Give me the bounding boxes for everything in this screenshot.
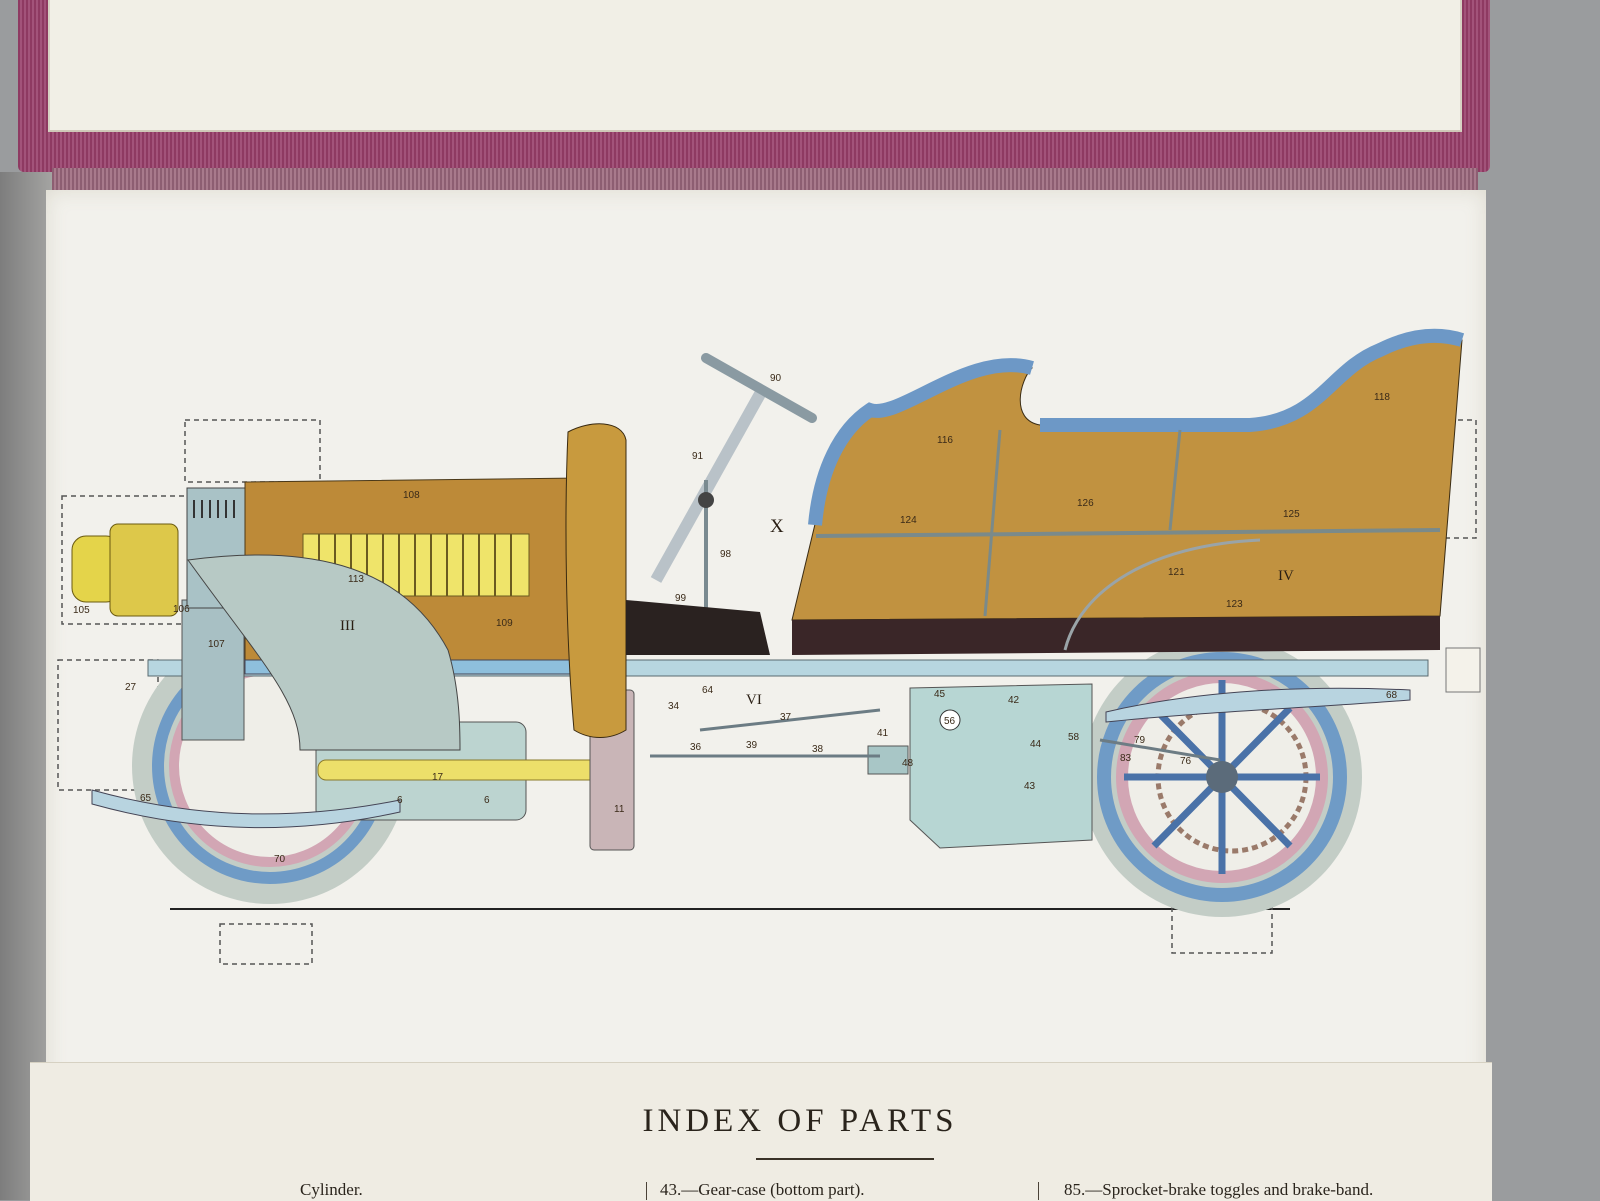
column-divider — [646, 1182, 647, 1200]
part-label: 68 — [1386, 690, 1398, 701]
part-label: 109 — [496, 618, 513, 629]
book-edge — [0, 172, 52, 1200]
floorboard — [626, 600, 770, 655]
part-label: 64 — [702, 685, 714, 696]
part-label: 126 — [1077, 498, 1094, 509]
part-label: 11 — [614, 804, 625, 815]
part-label: 39 — [746, 740, 758, 751]
part-label: 76 — [1180, 756, 1192, 767]
dashboard — [565, 423, 627, 738]
rear-spring — [1105, 687, 1411, 723]
roman-label: X — [770, 516, 784, 537]
gear-case — [909, 683, 1093, 849]
front-seat-rim — [808, 358, 1034, 526]
title-rule — [756, 1158, 934, 1160]
part-label: 36 — [690, 742, 702, 753]
part-label: 83 — [1120, 753, 1132, 764]
body-sill — [792, 616, 1440, 655]
part-label: 34 — [668, 701, 680, 712]
index-title: INDEX OF PARTS — [642, 1103, 958, 1139]
part-label: 48 — [902, 758, 914, 769]
steering — [650, 353, 817, 620]
part-label: 17 — [432, 772, 444, 783]
part-label: 121 — [1168, 567, 1185, 578]
part-label: 45 — [934, 689, 946, 700]
rear-seat-rim — [1040, 328, 1465, 432]
part-label: 105 — [73, 605, 90, 616]
column-divider — [1038, 1182, 1039, 1200]
part-label: 116 — [937, 435, 953, 446]
front-spring — [91, 789, 401, 829]
index-entry: 43.—Gear-case (bottom part). — [660, 1180, 865, 1199]
part-label: 27 — [125, 682, 137, 693]
part-label: 43 — [1024, 781, 1036, 792]
part-label: 37 — [780, 712, 792, 723]
part-label: 44 — [1030, 739, 1042, 750]
part-label: 91 — [692, 451, 704, 462]
index-entry: 85.—Sprocket-brake toggles and brake-ban… — [1064, 1180, 1374, 1199]
rear-wheel — [1082, 637, 1362, 917]
front-mudguard — [187, 554, 461, 751]
car-body — [791, 335, 1463, 621]
part-label: 41 — [877, 728, 889, 739]
part-label: 125 — [1283, 509, 1300, 520]
part-label: 106 — [173, 604, 190, 615]
roman-label: III — [340, 618, 355, 634]
part-label: 42 — [1008, 695, 1020, 706]
index-sheet — [30, 1062, 1492, 1201]
roman-label: VI — [746, 692, 762, 708]
index-entry: Cylinder. — [300, 1180, 363, 1199]
car-diagram: 90 91 98 99 108 113 109 107 105 106 116 … — [57, 328, 1481, 965]
part-label: 79 — [1134, 735, 1146, 746]
part-label: 38 — [812, 744, 824, 755]
part-label: 58 — [1068, 732, 1080, 743]
roman-label: IV — [1278, 568, 1294, 584]
part-label: 118 — [1374, 392, 1390, 403]
part-label: 108 — [403, 490, 420, 501]
part-label: 56 — [944, 716, 956, 727]
part-label: 113 — [348, 574, 364, 585]
part-label: 98 — [720, 549, 732, 560]
part-label: 70 — [274, 854, 286, 865]
part-label: 6 — [484, 795, 490, 806]
part-label: 65 — [140, 793, 152, 804]
headlamp — [71, 523, 179, 617]
part-label: 90 — [770, 373, 782, 384]
part-label: 6 — [397, 795, 403, 806]
part-label: 124 — [900, 515, 917, 526]
part-label: 107 — [208, 639, 225, 650]
part-label: 123 — [1226, 599, 1243, 610]
rods — [650, 708, 1221, 762]
part-label: 99 — [675, 593, 687, 604]
inner-cover-page — [48, 0, 1462, 132]
